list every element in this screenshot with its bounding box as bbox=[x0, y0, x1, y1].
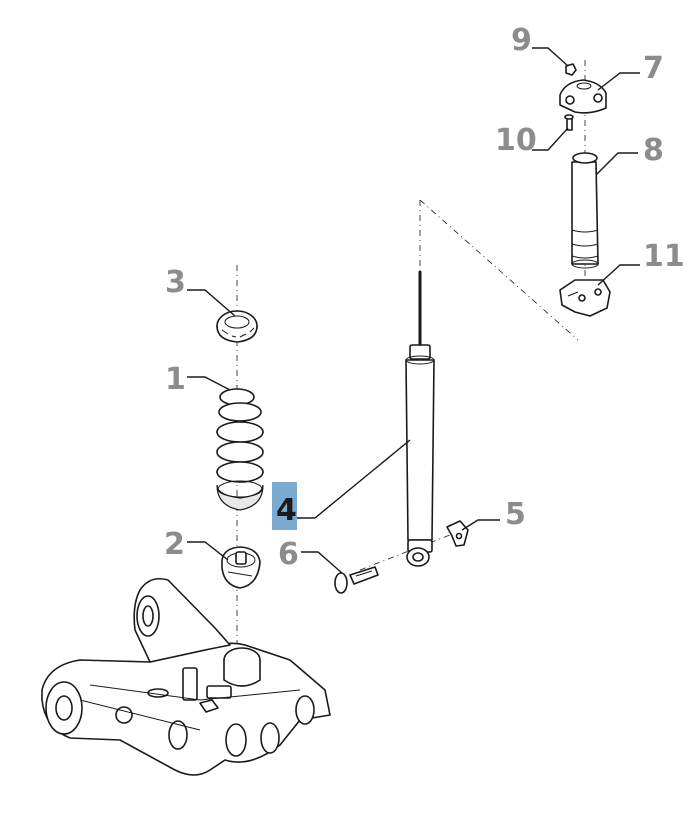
callout-3[interactable]: 3 bbox=[165, 265, 186, 300]
callout-2[interactable]: 2 bbox=[164, 527, 185, 562]
part-3-spring-upper-seat bbox=[216, 310, 258, 343]
callout-1[interactable]: 1 bbox=[165, 362, 186, 397]
callout-10[interactable]: 10 bbox=[495, 123, 537, 158]
callout-5[interactable]: 5 bbox=[505, 497, 526, 532]
part-11-lower-mount bbox=[559, 279, 611, 317]
part-8-dust-boot bbox=[571, 152, 599, 269]
callout-4-highlight bbox=[272, 482, 297, 530]
part-7-upper-mount bbox=[559, 79, 607, 114]
part-4-shock-absorber bbox=[405, 270, 435, 567]
part-9-nut bbox=[565, 63, 577, 76]
callout-6[interactable]: 6 bbox=[278, 537, 299, 572]
callout-7[interactable]: 7 bbox=[643, 51, 664, 86]
part-10-bolt bbox=[564, 114, 574, 131]
part-5-retaining-plate bbox=[446, 520, 469, 547]
callout-9[interactable]: 9 bbox=[511, 23, 532, 58]
leader-lines bbox=[187, 47, 640, 574]
callout-11[interactable]: 11 bbox=[643, 239, 685, 274]
part-6-mounting-bolt bbox=[334, 566, 379, 594]
callout-8[interactable]: 8 bbox=[643, 133, 664, 168]
part-1-coil-spring bbox=[216, 388, 264, 511]
callout-labels: 3 1 2 4 5 6 9 7 10 8 11 bbox=[164, 23, 685, 572]
part-2-spring-lower-seat bbox=[221, 546, 261, 589]
callout-4[interactable]: 4 bbox=[276, 493, 297, 528]
rear-subframe bbox=[41, 577, 331, 776]
